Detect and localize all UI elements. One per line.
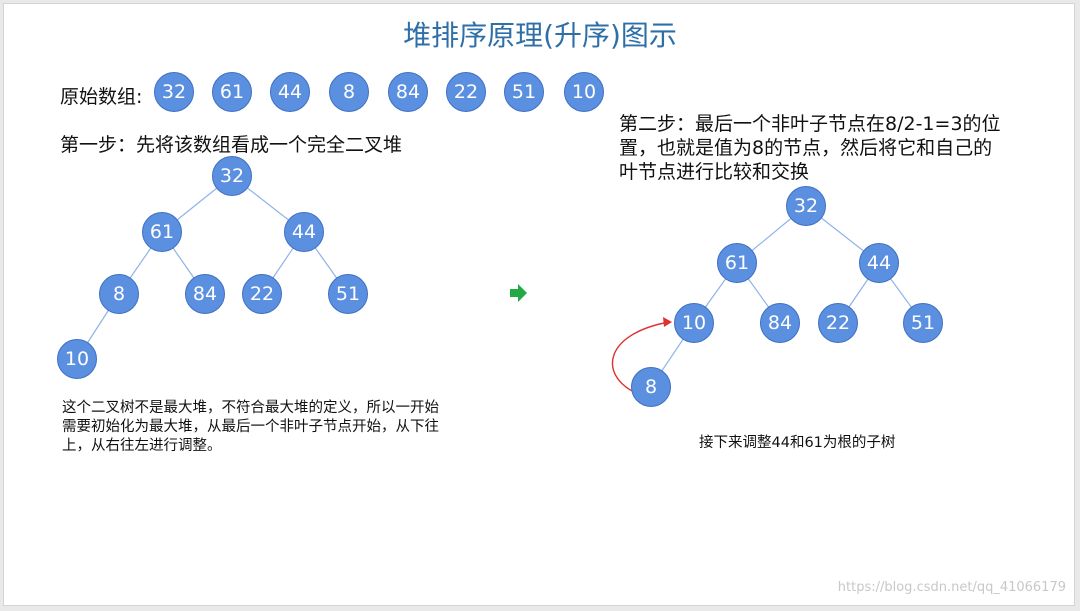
array-cell: 10 (564, 72, 604, 112)
array-cell: 32 (154, 72, 194, 112)
tree-node: 22 (242, 274, 282, 314)
tree-node: 44 (859, 243, 899, 283)
page-title: 堆排序原理(升序)图示 (403, 19, 677, 52)
array-cell: 44 (270, 72, 310, 112)
tree-node: 22 (818, 303, 858, 343)
array-cell: 8 (329, 72, 369, 112)
tree-node: 51 (328, 274, 368, 314)
tree-node: 32 (786, 186, 826, 226)
tree-node: 10 (57, 339, 97, 379)
tree-node: 10 (674, 303, 714, 343)
step2-note: 接下来调整44和61为根的子树 (699, 435, 896, 451)
array-cell: 61 (212, 72, 252, 112)
tree-node: 84 (185, 274, 225, 314)
tree-node: 61 (717, 243, 757, 283)
array-cell: 22 (446, 72, 486, 112)
watermark: https://blog.csdn.net/qq_41066179 (837, 580, 1066, 595)
tree-node: 84 (760, 303, 800, 343)
tree-node: 8 (631, 367, 671, 407)
swap-arrow-head (663, 317, 672, 327)
step2-title: 第二步：最后一个非叶子节点在8/2-1=3的位置，也就是值为8的节点，然后将它和… (619, 113, 1001, 183)
tree-node: 44 (284, 212, 324, 252)
tree-node: 51 (903, 303, 943, 343)
step1-note: 这个二叉树不是最大堆，不符合最大堆的定义，所以一开始需要初始化为最大堆，从最后一… (62, 400, 439, 454)
array-cell: 51 (504, 72, 544, 112)
tree-node: 61 (142, 212, 182, 252)
array-label: 原始数组: (60, 86, 143, 108)
step1-title: 第一步：先将该数组看成一个完全二叉堆 (60, 134, 403, 156)
array-cell: 84 (388, 72, 428, 112)
tree-node: 32 (212, 156, 252, 196)
arrow-right-icon (510, 284, 527, 302)
slide: 堆排序原理(升序)图示 原始数组: 32 61 44 8 84 22 51 10… (3, 3, 1075, 606)
tree-node: 8 (99, 274, 139, 314)
